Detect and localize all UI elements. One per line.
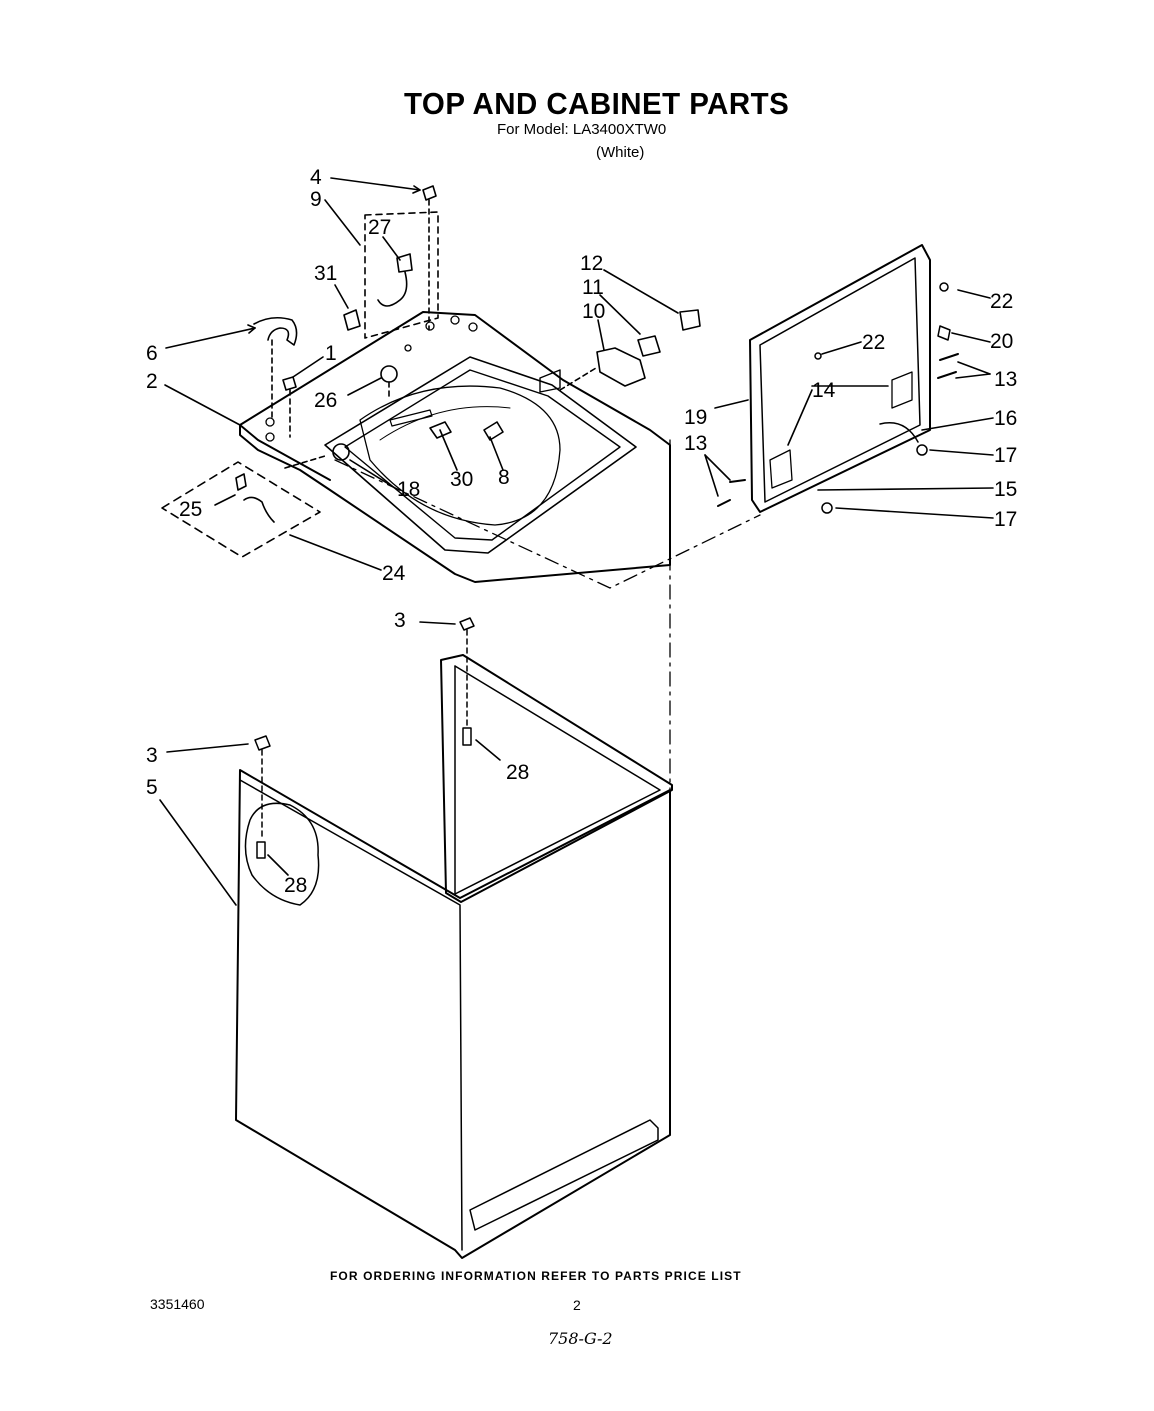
document-number: 3351460	[150, 1296, 205, 1312]
callout-13-right: 13	[994, 368, 1017, 391]
callout-4: 4	[310, 166, 322, 189]
leader-lines	[159, 177, 994, 906]
callout-11: 11	[582, 276, 604, 299]
callout-22-mid: 22	[862, 331, 885, 354]
ordering-footer-note: FOR ORDERING INFORMATION REFER TO PARTS …	[330, 1269, 742, 1283]
callout-17-top: 17	[994, 444, 1017, 467]
callout-31: 31	[314, 262, 337, 285]
callout-14: 14	[812, 379, 836, 402]
callout-18: 18	[397, 478, 420, 501]
lid	[334, 244, 959, 589]
small-parts	[161, 185, 701, 558]
callout-labels: 4 9 27 31 6 1 2 26 25 18 30 8 24 12 11 1…	[146, 166, 1017, 897]
callout-15: 15	[994, 478, 1017, 501]
color-line: (White)	[596, 144, 645, 161]
callout-9: 9	[310, 188, 322, 211]
top-panel	[239, 311, 671, 583]
callout-22-top: 22	[990, 290, 1013, 313]
callout-6: 6	[146, 342, 158, 365]
handwritten-note: 758-G-2	[548, 1329, 613, 1348]
callout-3-lower: 3	[146, 744, 158, 767]
callout-17-bottom: 17	[994, 508, 1017, 531]
callout-5: 5	[146, 776, 158, 799]
callout-28-lower: 28	[284, 874, 307, 897]
callout-16: 16	[994, 407, 1017, 430]
callout-24: 24	[382, 562, 406, 585]
page-title: TOP AND CABINET PARTS	[404, 86, 790, 121]
page-number: 2	[573, 1297, 581, 1313]
callout-26: 26	[314, 389, 337, 412]
model-line: For Model: LA3400XTW0	[497, 121, 667, 138]
callout-25: 25	[179, 498, 202, 521]
callout-13-left: 13	[684, 432, 707, 455]
callout-12: 12	[580, 252, 603, 275]
callout-30: 30	[450, 468, 473, 491]
cabinet	[235, 439, 673, 1259]
callout-28-upper: 28	[506, 761, 529, 784]
callout-2: 2	[146, 370, 158, 393]
callout-8: 8	[498, 466, 510, 489]
callout-1: 1	[325, 342, 337, 365]
callout-10: 10	[582, 300, 605, 323]
callout-20: 20	[990, 330, 1013, 353]
callout-27: 27	[368, 216, 391, 239]
callout-19: 19	[684, 406, 707, 429]
callout-3-upper: 3	[394, 609, 406, 632]
